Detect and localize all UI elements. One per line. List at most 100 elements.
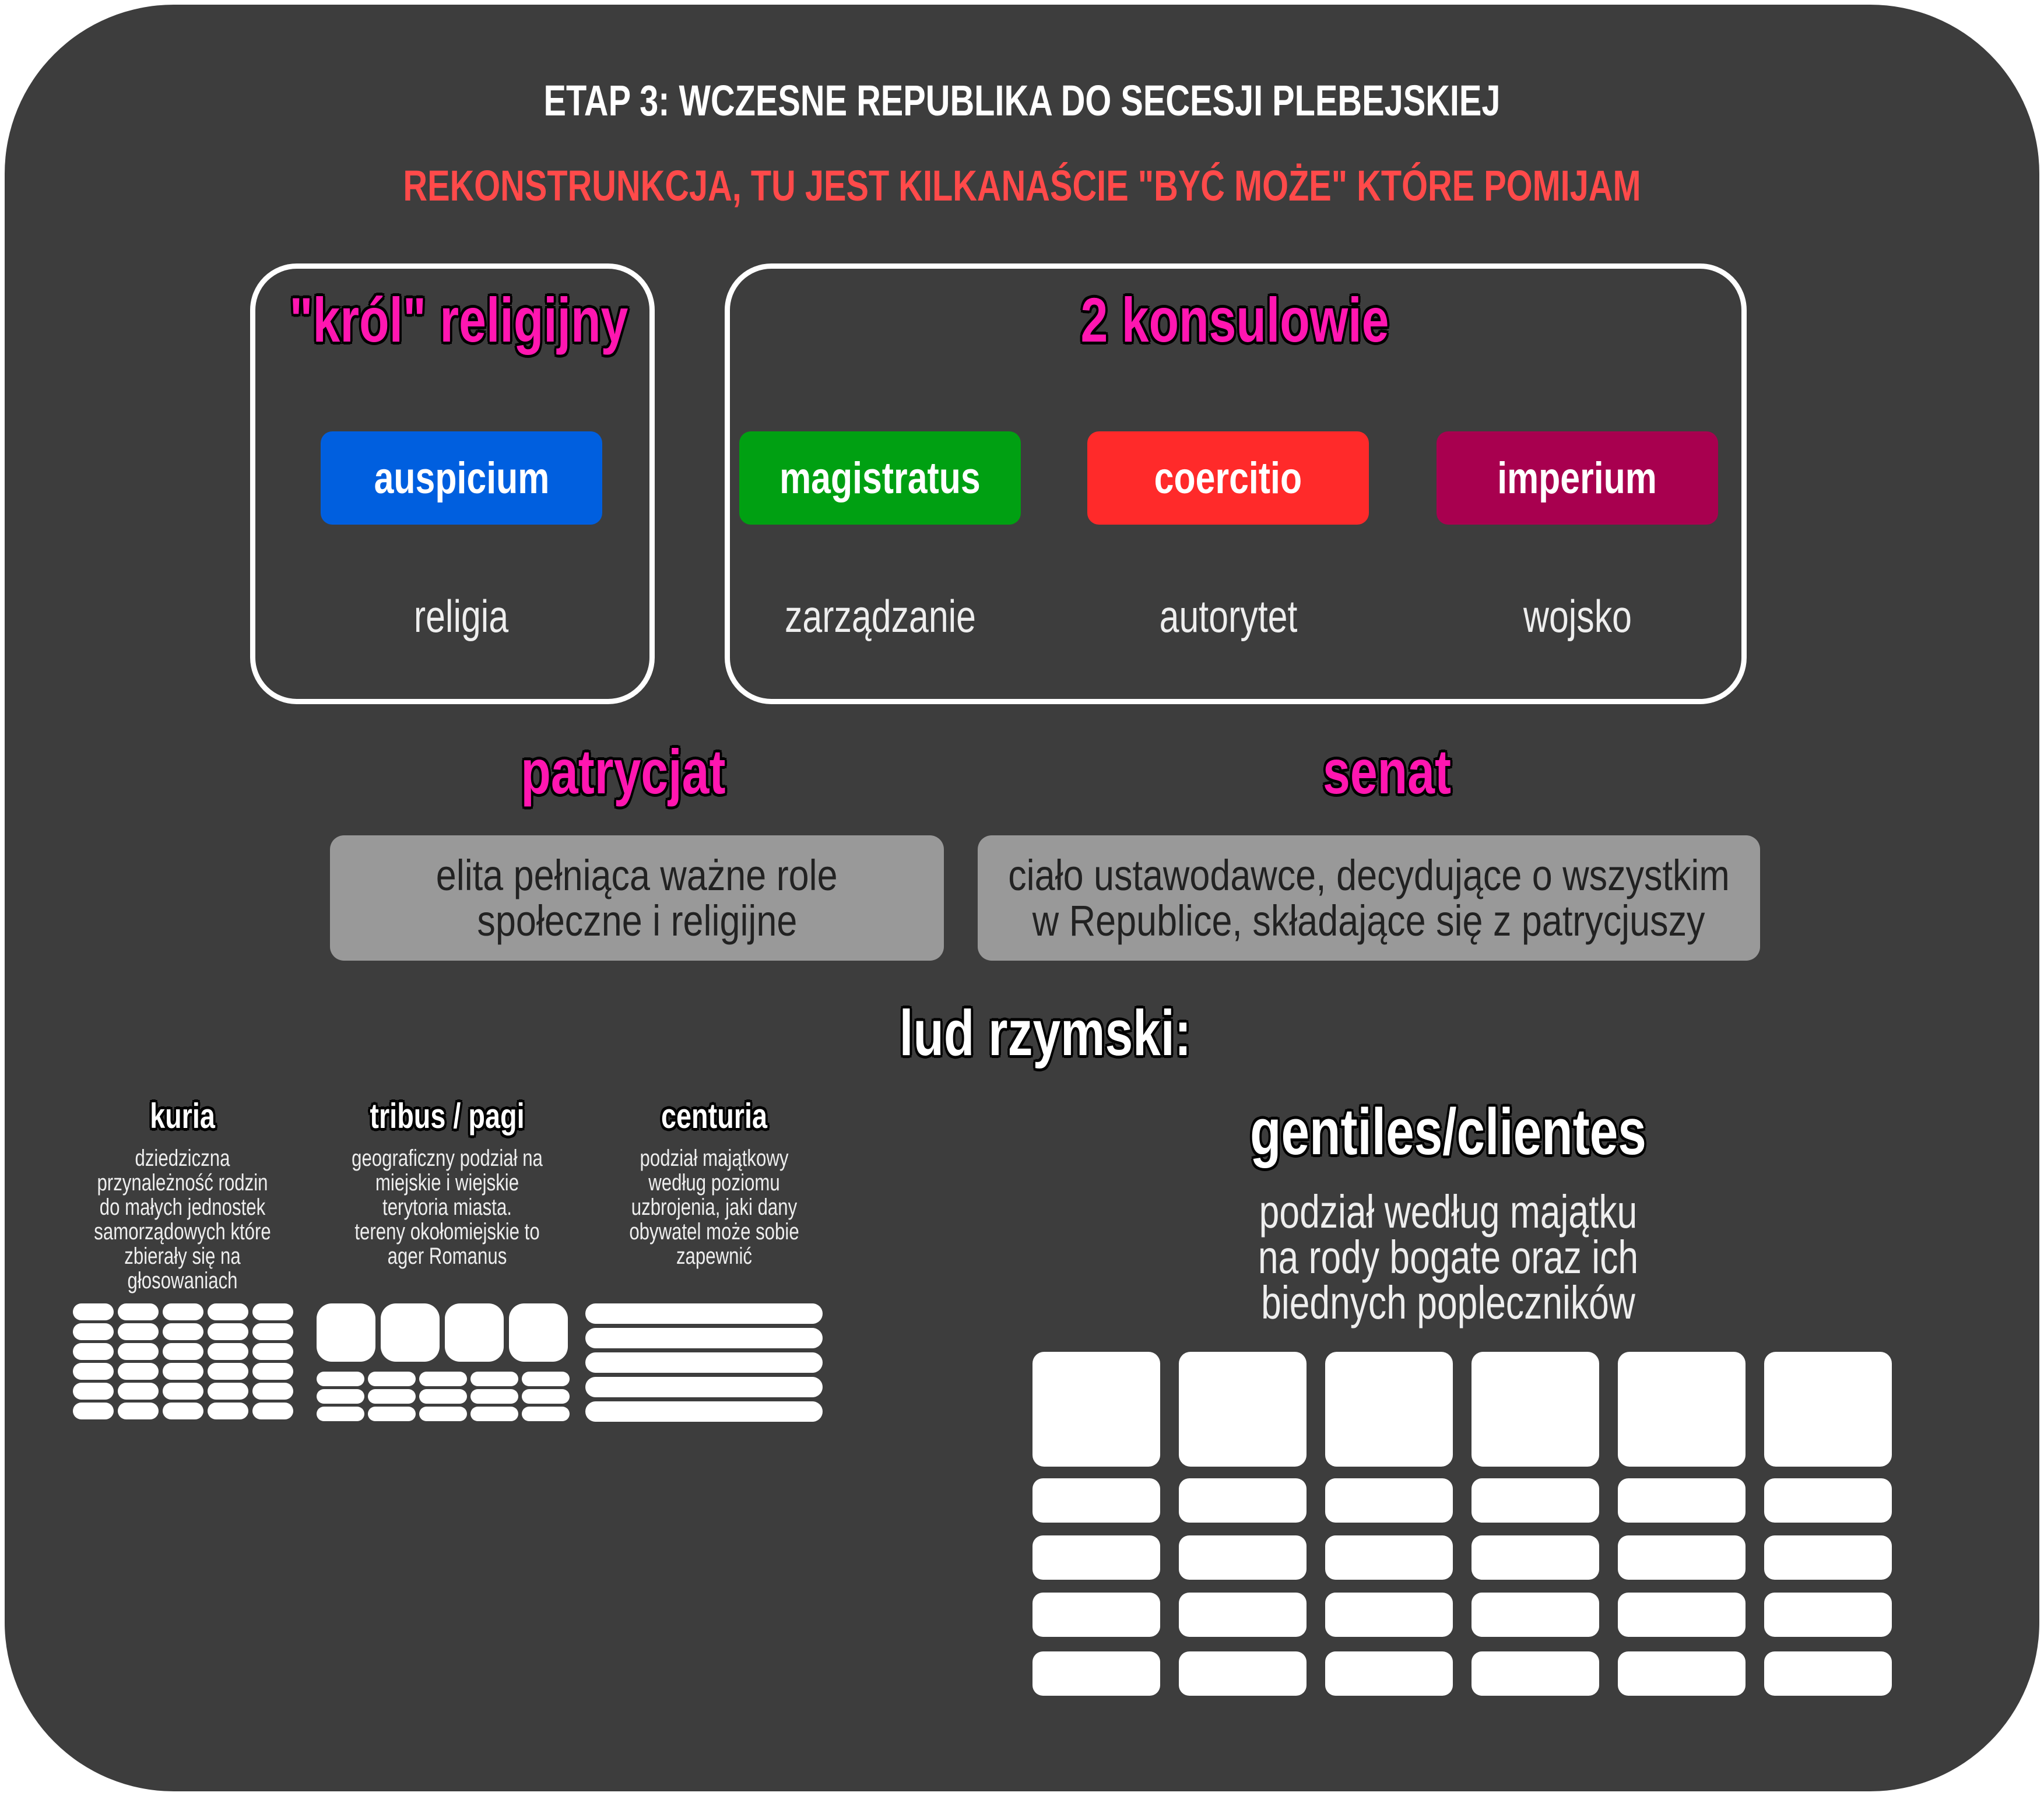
kuria-unit xyxy=(73,1403,114,1419)
tribus-heading: tribus / pagi xyxy=(370,1096,525,1136)
centuria-description: podział majątkowy według poziomu uzbroje… xyxy=(629,1146,799,1268)
pagi-unit xyxy=(470,1372,518,1386)
desc-line: w Republice, składające się z patrycjusz… xyxy=(1032,896,1705,945)
client-unit xyxy=(1618,1478,1746,1523)
patricians-description: elita pełniąca ważne role społeczne i re… xyxy=(330,835,944,961)
desc-line: biednych popleczników xyxy=(1261,1277,1635,1328)
gens-unit xyxy=(1032,1352,1160,1467)
patricians-heading: patrycjat xyxy=(521,736,726,807)
desc-line: do małych jednostek xyxy=(99,1194,266,1220)
desc-line: społeczne i religijne xyxy=(477,896,797,945)
desc-line: geograficzny podział na xyxy=(352,1145,543,1171)
centuria-unit xyxy=(585,1328,823,1348)
client-unit xyxy=(1764,1651,1892,1696)
centuria-unit xyxy=(585,1401,823,1422)
client-unit xyxy=(1764,1593,1892,1637)
gens-unit xyxy=(1471,1352,1599,1467)
kuria-description: dziedziczna przynależność rodzin do mały… xyxy=(94,1146,271,1293)
auspicium-label: auspicium xyxy=(374,453,549,503)
pagi-unit xyxy=(419,1372,467,1386)
tribus-unit xyxy=(381,1303,440,1362)
desc-line: miejskie i wiejskie xyxy=(375,1170,519,1196)
pagi-unit xyxy=(317,1372,364,1386)
desc-line: na rody bogate oraz ich xyxy=(1258,1231,1639,1283)
kuria-unit xyxy=(208,1383,248,1400)
client-unit xyxy=(1471,1593,1599,1637)
pagi-unit xyxy=(368,1407,416,1421)
desc-line: zapewnić xyxy=(676,1243,753,1269)
desc-line: zbierały się na xyxy=(124,1243,241,1269)
gens-unit xyxy=(1618,1352,1746,1467)
client-unit xyxy=(1179,1593,1307,1637)
centuria-unit xyxy=(585,1377,823,1397)
people-heading: lud rzymski: xyxy=(899,997,1192,1069)
desc-line: podział majątkowy xyxy=(640,1145,789,1171)
desc-line: dziedziczna xyxy=(135,1145,230,1171)
client-unit xyxy=(1618,1651,1746,1696)
client-unit xyxy=(1179,1651,1307,1696)
page-subtitle: REKONSTRUNKCJA, TU JEST KILKANAŚCIE "BYĆ… xyxy=(403,161,1641,210)
desc-line: tereny okołomiejskie to xyxy=(354,1219,540,1245)
kuria-unit xyxy=(163,1343,203,1360)
gentiles-heading: gentiles/clientes xyxy=(1250,1095,1646,1168)
senate-heading: senat xyxy=(1322,736,1452,807)
consuls-heading: 2 konsulowie xyxy=(1080,284,1389,355)
kuria-unit xyxy=(73,1363,114,1380)
kuria-unit xyxy=(118,1303,159,1320)
desc-line: ciało ustawodawce, decydujące o wszystki… xyxy=(1008,850,1730,899)
desc-line: samorządowych które xyxy=(94,1219,271,1245)
client-unit xyxy=(1471,1651,1599,1696)
pagi-unit xyxy=(522,1372,570,1386)
kuria-unit xyxy=(252,1403,293,1419)
pagi-unit xyxy=(317,1389,364,1404)
king-heading: "król" religijny xyxy=(289,284,628,355)
coercitio-badge: coercitio xyxy=(1087,431,1369,525)
desc-line: ager Romanus xyxy=(387,1243,507,1269)
imperium-label: imperium xyxy=(1497,453,1657,503)
kuria-unit xyxy=(252,1323,293,1340)
gens-unit xyxy=(1764,1352,1892,1467)
kuria-unit xyxy=(73,1343,114,1360)
pagi-unit xyxy=(419,1407,467,1421)
centuria-unit xyxy=(585,1303,823,1324)
centuria-unit xyxy=(585,1352,823,1373)
pagi-unit xyxy=(419,1389,467,1404)
pagi-unit xyxy=(368,1389,416,1404)
kuria-unit xyxy=(73,1323,114,1340)
kuria-unit xyxy=(208,1323,248,1340)
kuria-unit xyxy=(73,1383,114,1400)
kuria-unit xyxy=(163,1403,203,1419)
desc-line: podział według majątku xyxy=(1259,1186,1638,1238)
client-unit xyxy=(1325,1593,1453,1637)
imperium-badge: imperium xyxy=(1437,431,1718,525)
desc-line: uzbrojenia, jaki dany xyxy=(631,1194,798,1220)
senate-description: ciało ustawodawce, decydujące o wszystki… xyxy=(978,835,1760,961)
kuria-unit xyxy=(252,1363,293,1380)
coercitio-label: coercitio xyxy=(1154,453,1302,503)
kuria-unit xyxy=(208,1343,248,1360)
client-unit xyxy=(1618,1593,1746,1637)
tribus-unit xyxy=(317,1303,375,1362)
kuria-unit xyxy=(163,1383,203,1400)
client-unit xyxy=(1179,1478,1307,1523)
desc-line: głosowaniach xyxy=(127,1268,238,1294)
kuria-unit xyxy=(73,1303,114,1320)
kuria-unit xyxy=(208,1403,248,1419)
kuria-unit xyxy=(163,1363,203,1380)
client-unit xyxy=(1032,1478,1160,1523)
consuls-box xyxy=(725,263,1747,704)
client-unit xyxy=(1032,1593,1160,1637)
client-unit xyxy=(1764,1478,1892,1523)
kuria-unit xyxy=(163,1323,203,1340)
pagi-unit xyxy=(368,1372,416,1386)
pagi-unit xyxy=(522,1389,570,1404)
kuria-unit xyxy=(118,1363,159,1380)
auspicium-badge: auspicium xyxy=(321,431,602,525)
client-unit xyxy=(1764,1535,1892,1580)
desc-line: według poziomu xyxy=(648,1170,780,1196)
client-unit xyxy=(1325,1651,1453,1696)
client-unit xyxy=(1618,1535,1746,1580)
tribus-unit xyxy=(509,1303,568,1362)
pagi-unit xyxy=(522,1407,570,1421)
magistratus-label: magistratus xyxy=(779,453,981,503)
